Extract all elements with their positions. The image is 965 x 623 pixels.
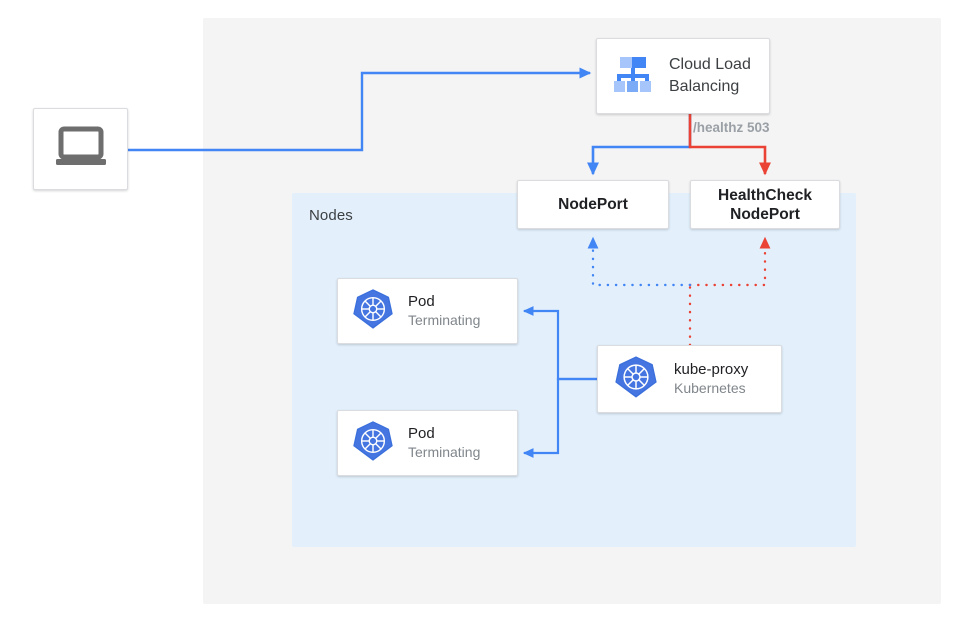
pod-title: Pod	[408, 293, 435, 310]
pod-title: Pod	[408, 425, 435, 442]
pod-node-2[interactable]: Pod Terminating	[337, 410, 518, 476]
healthcheck-nodeport-label-line2: NodePort	[730, 205, 800, 223]
pod-status: Terminating	[408, 312, 481, 328]
healthcheck-nodeport-node[interactable]: HealthCheck NodePort	[690, 180, 840, 229]
nodes-panel-label: Nodes	[309, 207, 353, 224]
kubernetes-icon	[352, 420, 394, 467]
cloud-load-balancing-title-line2: Balancing	[669, 78, 740, 95]
cloud-load-balancing-node[interactable]: Cloud Load Balancing	[596, 38, 770, 114]
kubernetes-icon	[352, 288, 394, 335]
kube-proxy-title: kube-proxy	[674, 361, 749, 378]
cloud-load-balancing-title-line1: Cloud Load	[669, 56, 751, 73]
kube-proxy-node[interactable]: kube-proxy Kubernetes	[597, 345, 782, 413]
nodeport-node[interactable]: NodePort	[517, 180, 669, 229]
kubernetes-icon	[614, 355, 658, 404]
pod-status: Terminating	[408, 444, 481, 460]
laptop-icon	[54, 125, 108, 174]
healthz-status-label: /healthz 503	[693, 120, 770, 135]
kube-proxy-subtitle: Kubernetes	[674, 380, 746, 396]
client-node[interactable]	[33, 108, 128, 190]
pod-node-1[interactable]: Pod Terminating	[337, 278, 518, 344]
nodeport-label: NodePort	[558, 196, 628, 213]
healthcheck-nodeport-label-line1: HealthCheck	[718, 186, 812, 204]
cloud-load-balancing-icon	[609, 52, 657, 101]
